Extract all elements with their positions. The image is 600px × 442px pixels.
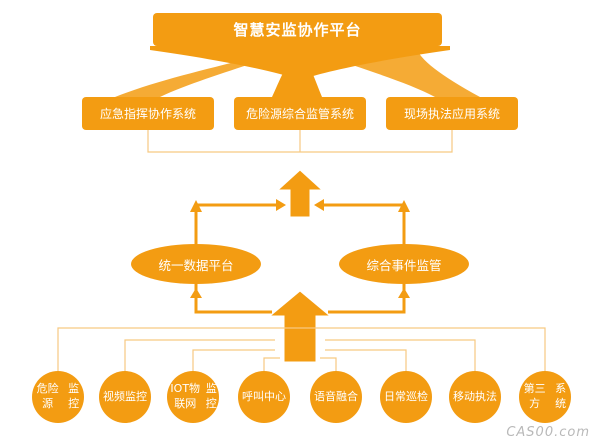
source-node-video: 视频监控 (99, 371, 151, 423)
source-line1: 日常 (384, 389, 406, 403)
source-node-third-party: 第三方系统 (519, 371, 571, 423)
source-line1: 第三方 (523, 382, 546, 410)
watermark: CAS00.com (506, 425, 590, 440)
source-circles (32, 371, 571, 423)
source-line1: 视频 (103, 389, 125, 403)
source-node-mobile: 移动执法 (449, 371, 501, 423)
platform-title: 智慧安监协作平台 (233, 21, 362, 39)
title-box (153, 13, 442, 46)
left-connector-top (194, 203, 280, 244)
source-line2: 中心 (264, 389, 286, 403)
system-box-1 (82, 97, 214, 130)
fan-rays (115, 46, 480, 97)
up-arrow-top (276, 169, 324, 218)
system-label-enforcement: 现场执法应用系统 (403, 107, 500, 121)
source-line2: 融合 (336, 389, 358, 403)
up-arrow-bottom (268, 290, 332, 363)
system-box-2 (234, 97, 366, 130)
source-line2: 监控 (205, 382, 217, 410)
source-node-voice: 语音融合 (310, 371, 362, 423)
right-connector-bottom (328, 284, 406, 314)
source-node-call-center: 呼叫中心 (238, 371, 290, 423)
source-line1: 呼叫 (242, 389, 264, 403)
right-connector-top (320, 203, 406, 244)
source-line2: 巡检 (406, 389, 428, 403)
source-line1: 语音 (314, 389, 336, 403)
hub-label-data-platform: 统一数据平台 (158, 257, 234, 273)
source-line1: IOT物联网 (170, 382, 201, 410)
source-line2: 监控 (125, 389, 147, 403)
left-connector-bottom (194, 284, 272, 314)
hub-ellipse-2 (339, 244, 469, 284)
systems-bracket (147, 130, 453, 153)
source-node-hazard: 危险源监控 (32, 371, 84, 423)
system-box-3 (386, 97, 518, 130)
source-line1: 危险源 (36, 382, 59, 410)
source-line2: 执法 (475, 389, 497, 403)
source-line2: 监控 (68, 382, 80, 410)
source-node-iot: IOT物联网监控 (167, 371, 219, 423)
hub-ellipse-1 (131, 244, 261, 284)
source-line1: 移动 (453, 389, 475, 403)
hub-label-event-supervision: 综合事件监管 (366, 257, 442, 273)
system-label-command: 应急指挥协作系统 (99, 107, 196, 121)
source-node-inspection: 日常巡检 (380, 371, 432, 423)
system-label-hazard: 危险源综合监管系统 (245, 107, 354, 121)
source-line2: 系统 (555, 382, 567, 410)
sources-bracket (57, 327, 546, 371)
